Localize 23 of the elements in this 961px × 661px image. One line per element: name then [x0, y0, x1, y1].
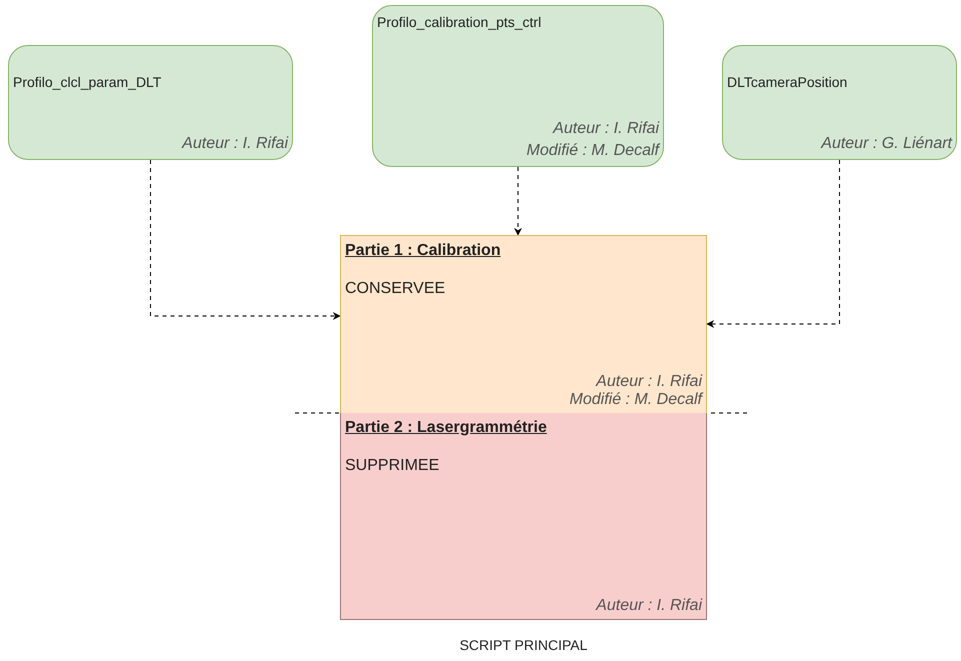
author-note: Auteur : I. Rifai — [594, 373, 702, 391]
module-name: Profilo_calibration_pts_ctrl — [377, 14, 542, 30]
section-heading: Partie 1 : Calibration — [345, 242, 502, 260]
dashed-arrow — [514, 166, 522, 236]
module-box — [722, 45, 957, 160]
diagram-caption: SCRIPT PRINCIPAL — [458, 637, 588, 653]
module-name: DLTcameraPosition — [727, 74, 848, 90]
section-heading: Partie 2 : Lasergrammétrie — [345, 419, 548, 437]
author-note: Auteur : G. Liénart — [820, 135, 952, 153]
author-note: Auteur : I. Rifai — [594, 597, 702, 615]
script-section-box — [340, 413, 707, 620]
section-status: SUPPRIMEE — [345, 457, 440, 475]
module-box — [372, 5, 664, 167]
module-name: Profilo_clcl_param_DLT — [13, 74, 162, 90]
script-section-box — [340, 235, 707, 413]
author-note: Auteur : I. Rifai — [180, 135, 288, 153]
dashed-arrow — [706, 160, 840, 328]
section-status: CONSERVEE — [345, 280, 446, 298]
author-note: Modifié : M. Decalf — [568, 391, 702, 409]
module-box — [8, 45, 293, 160]
author-note: Auteur : I. Rifai — [552, 120, 659, 138]
dashed-arrow — [150, 160, 341, 320]
author-note: Modifié : M. Decalf — [526, 142, 659, 160]
